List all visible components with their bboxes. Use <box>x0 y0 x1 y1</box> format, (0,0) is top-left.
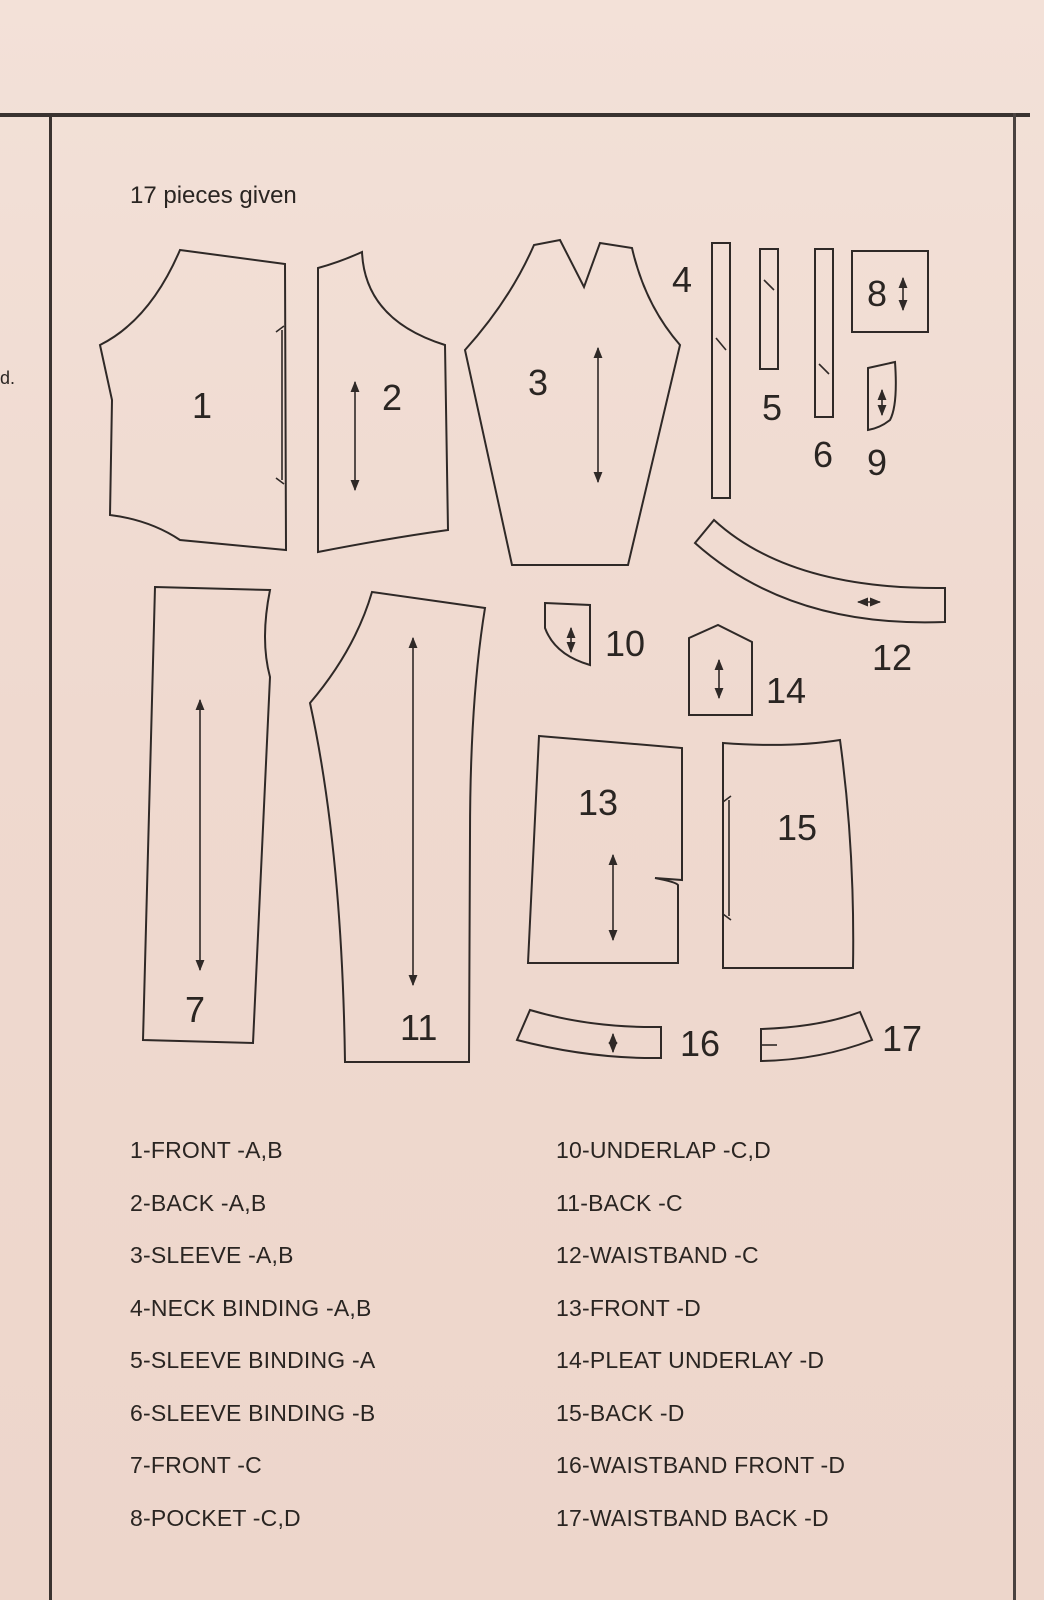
top-border-rule <box>0 113 1030 117</box>
left-border-rule <box>49 113 52 1600</box>
legend-item: 5-SLEEVE BINDING -A <box>130 1347 376 1373</box>
piece-number-8: 8 <box>867 273 887 314</box>
legend-item: 2-BACK -A,B <box>130 1189 267 1216</box>
pattern-piece-9: 9 <box>867 360 897 483</box>
pattern-piece-11-back: 11 <box>308 590 487 1063</box>
piece-legend-left: 1-FRONT -A,B 2-BACK -A,B 3-SLEEVE -A,B 4… <box>130 1130 570 1550</box>
piece-number-9: 9 <box>867 442 887 483</box>
piece-number-3: 3 <box>528 362 548 403</box>
piece-number-1: 1 <box>192 385 212 426</box>
cut-off-text-fragment: d. <box>0 368 16 388</box>
piece-number-13: 13 <box>578 782 618 823</box>
pieces-given-caption: 17 pieces given <box>130 182 297 209</box>
pattern-piece-1-front: 1 <box>98 248 288 552</box>
pattern-piece-13-front: 13 <box>526 734 683 964</box>
legend-item: 1-FRONT -A,B <box>130 1137 283 1163</box>
piece-number-7: 7 <box>185 989 205 1030</box>
pattern-piece-5-sleeve-binding: 5 <box>759 248 782 428</box>
pattern-piece-8-pocket: 8 <box>851 250 929 333</box>
pattern-piece-6-sleeve-binding: 6 <box>813 248 834 475</box>
pattern-piece-17-waistband-back: 17 <box>760 1010 922 1063</box>
legend-item: 15-BACK -D <box>556 1399 685 1426</box>
pattern-piece-2-back: 2 <box>317 250 450 554</box>
piece-number-11: 11 <box>400 1007 437 1048</box>
legend-item: 10-UNDERLAP -C,D <box>556 1137 771 1163</box>
pattern-piece-16-waistband-front: 16 <box>515 1008 720 1064</box>
legend-item: 13-FRONT -D <box>556 1294 701 1321</box>
pattern-piece-14-pleat-underlay: 14 <box>688 623 806 716</box>
piece-number-15: 15 <box>777 807 817 848</box>
piece-number-17: 17 <box>882 1018 922 1059</box>
pattern-piece-7-front: 7 <box>141 585 272 1045</box>
piece-legend-right: 10-UNDERLAP -C,D 11-BACK -C 12-WAISTBAND… <box>556 1130 996 1550</box>
legend-item: 4-NECK BINDING -A,B <box>130 1294 372 1321</box>
pattern-piece-12-waistband: 12 <box>693 518 946 678</box>
legend-item: 17-WAISTBAND BACK -D <box>556 1504 829 1531</box>
piece-number-10: 10 <box>605 623 645 664</box>
piece-number-14: 14 <box>766 670 806 711</box>
piece-number-12: 12 <box>872 637 912 678</box>
legend-item: 11-BACK -C <box>556 1189 683 1216</box>
right-border-rule <box>1013 113 1016 1600</box>
pattern-piece-15-back: 15 <box>722 738 855 969</box>
piece-number-16: 16 <box>680 1023 720 1064</box>
legend-item: 7-FRONT -C <box>130 1452 262 1478</box>
pattern-piece-4-neck-binding: 4 <box>672 242 731 499</box>
piece-number-4: 4 <box>672 259 692 300</box>
piece-number-6: 6 <box>813 434 833 475</box>
legend-item: 8-POCKET -C,D <box>130 1504 301 1531</box>
legend-item: 16-WAISTBAND FRONT -D <box>556 1452 846 1478</box>
pattern-piece-3-sleeve: 3 <box>463 238 682 566</box>
pattern-piece-10-underlap: 10 <box>544 601 645 667</box>
legend-item: 3-SLEEVE -A,B <box>130 1242 294 1268</box>
legend-item: 6-SLEEVE BINDING -B <box>130 1399 376 1426</box>
legend-item: 14-PLEAT UNDERLAY -D <box>556 1347 825 1373</box>
piece-number-2: 2 <box>382 377 402 418</box>
piece-number-5: 5 <box>762 387 782 428</box>
legend-item: 12-WAISTBAND -C <box>556 1242 759 1268</box>
